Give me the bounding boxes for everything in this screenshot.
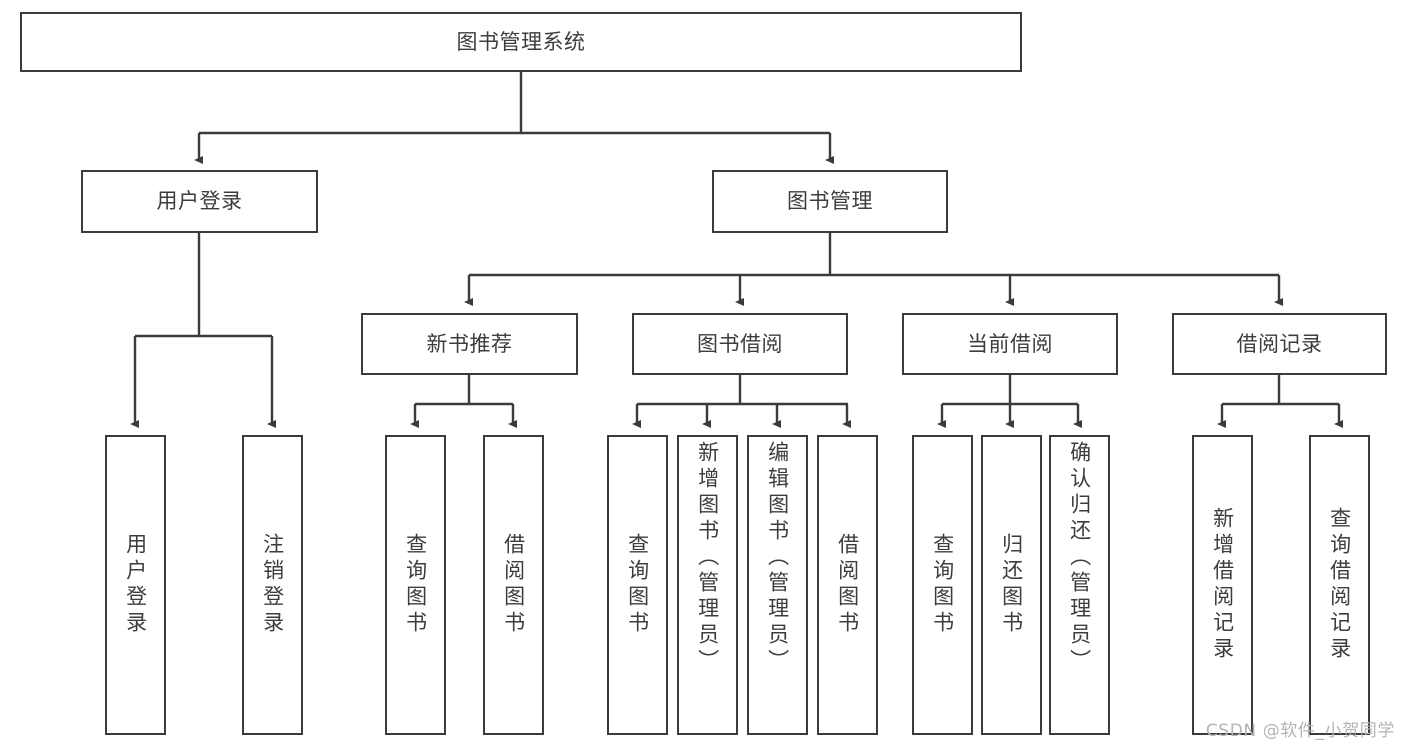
leaf-records-query-record[interactable]: 查询借阅记录 (1309, 435, 1370, 735)
node-label: 新增借阅记录 (1210, 507, 1235, 663)
leaf-user-login-signout[interactable]: 注销登录 (242, 435, 303, 735)
leaf-current-query-book[interactable]: 查询图书 (912, 435, 973, 735)
node-label: 归还图书 (999, 533, 1024, 637)
node-label: 查询图书 (625, 533, 650, 637)
node-label: 查询图书 (930, 533, 955, 637)
node-label: 图书管理 (787, 189, 873, 214)
node-label: 新书推荐 (426, 331, 513, 356)
node-label: 查询图书 (403, 533, 428, 637)
node-new-book-recommend[interactable]: 新书推荐 (361, 313, 578, 375)
node-book-borrow[interactable]: 图书借阅 (632, 313, 848, 375)
node-label: 图书借阅 (697, 331, 783, 356)
leaf-new-book-borrow[interactable]: 借阅图书 (483, 435, 544, 735)
node-label: 图书管理系统 (456, 29, 586, 54)
node-label: 新增图书（管理员） (695, 441, 720, 675)
node-label: 当前借阅 (967, 331, 1053, 356)
leaf-borrow-add-book[interactable]: 新增图书（管理员） (677, 435, 738, 735)
leaf-borrow-borrow-book[interactable]: 借阅图书 (817, 435, 878, 735)
leaf-records-add-record[interactable]: 新增借阅记录 (1192, 435, 1253, 735)
leaf-current-return-book[interactable]: 归还图书 (981, 435, 1042, 735)
node-label: 用户登录 (156, 189, 243, 214)
watermark-text: CSDN @软件_小贺同学 (1205, 721, 1395, 741)
node-user-login[interactable]: 用户登录 (81, 170, 318, 233)
node-book-management[interactable]: 图书管理 (712, 170, 948, 233)
node-label: 确认归还（管理员） (1067, 441, 1092, 675)
node-label: 用户登录 (123, 533, 148, 637)
leaf-current-confirm-return[interactable]: 确认归还（管理员） (1049, 435, 1110, 735)
leaf-borrow-query-book[interactable]: 查询图书 (607, 435, 668, 735)
leaf-new-book-query[interactable]: 查询图书 (385, 435, 446, 735)
leaf-borrow-edit-book[interactable]: 编辑图书（管理员） (747, 435, 808, 735)
node-current-borrow[interactable]: 当前借阅 (902, 313, 1118, 375)
node-borrow-records[interactable]: 借阅记录 (1172, 313, 1387, 375)
node-label: 借阅图书 (501, 533, 526, 637)
node-label: 借阅记录 (1236, 331, 1323, 356)
node-label: 编辑图书（管理员） (765, 441, 790, 675)
leaf-user-login-signin[interactable]: 用户登录 (105, 435, 166, 735)
node-label: 借阅图书 (835, 533, 860, 637)
node-label: 注销登录 (260, 533, 285, 637)
node-root-system[interactable]: 图书管理系统 (20, 12, 1022, 72)
node-label: 查询借阅记录 (1327, 507, 1352, 663)
